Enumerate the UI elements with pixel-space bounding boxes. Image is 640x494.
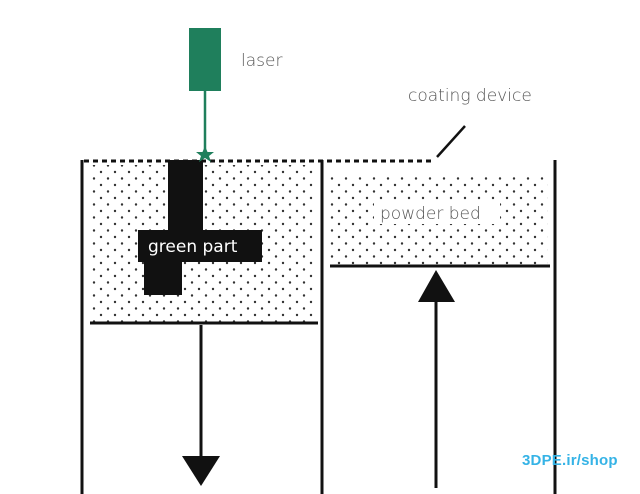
laser-spot-icon <box>196 146 214 162</box>
green-part <box>138 160 262 295</box>
up-arrow-icon <box>418 270 455 302</box>
powder-bed-label-bg <box>374 200 500 224</box>
coating-device-pointer <box>436 125 466 158</box>
green-part-label: green part <box>148 237 238 257</box>
coating-device-label: coating device <box>408 86 532 106</box>
laser-source <box>189 28 221 91</box>
powder-bed-label: powder bed <box>380 204 481 224</box>
watermark: 3DPE.ir/shop <box>522 452 618 469</box>
down-arrow-icon <box>182 456 220 486</box>
laser-label: laser <box>241 51 282 71</box>
